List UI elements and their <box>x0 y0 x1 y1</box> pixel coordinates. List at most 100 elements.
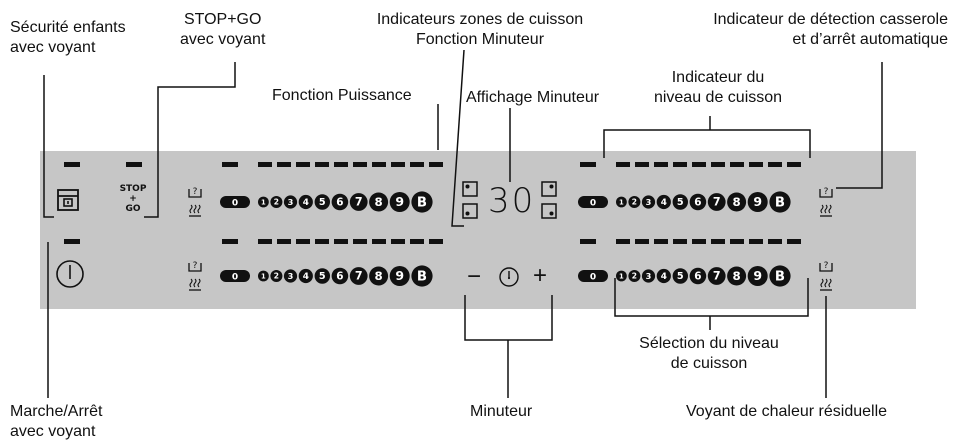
slider-level-dot[interactable] <box>769 191 791 213</box>
slider-level-dot[interactable] <box>628 196 641 208</box>
pot-question-icon: ? <box>819 261 833 272</box>
slider-level-dot[interactable] <box>270 196 283 208</box>
slider-level-dot[interactable] <box>747 192 768 212</box>
slider-level-dot[interactable] <box>331 193 349 211</box>
slider-level-label: 4 <box>303 198 309 208</box>
slider-level-label: 8 <box>374 269 382 283</box>
slider-level-dot[interactable] <box>314 194 330 210</box>
slider-level-dot[interactable] <box>258 270 269 282</box>
label-timer-display: Affichage Minuteur <box>466 89 600 106</box>
child-lock-indicator <box>64 162 80 167</box>
zone-power-indicator-bottom-left <box>222 239 238 244</box>
zone-indicator-bottom-left <box>462 203 478 219</box>
timer-plus-button[interactable]: + <box>533 262 548 289</box>
slider-level-label: 3 <box>288 271 294 281</box>
slider-level-dot[interactable] <box>411 265 433 287</box>
slider-level-dot[interactable] <box>369 266 389 286</box>
slider-level-dot[interactable] <box>283 269 298 283</box>
slider-level-dot[interactable] <box>349 193 368 211</box>
slider-level-label: 2 <box>274 272 279 281</box>
slider-level-label: 2 <box>632 198 637 207</box>
slider-level-label: 2 <box>632 272 637 281</box>
slider-level-dot[interactable] <box>389 192 410 212</box>
slider-level-dot[interactable] <box>641 269 656 283</box>
slider-level-label: 4 <box>661 272 667 282</box>
slider-level-dot[interactable] <box>747 266 768 286</box>
zone-power-indicator-top-right <box>580 162 596 167</box>
slider-zero-pill[interactable] <box>578 196 608 208</box>
padlock-icon[interactable] <box>56 188 80 212</box>
level-indicator-top-right <box>616 162 806 167</box>
slider-level-dot[interactable] <box>707 267 726 285</box>
slider-level-label: 7 <box>355 270 363 283</box>
timer-display: 30 <box>488 181 536 221</box>
pot-question-mark: ? <box>824 187 829 197</box>
slider-level-dot[interactable] <box>727 192 747 212</box>
slider-level-label: 3 <box>646 271 652 281</box>
slider-level-dot[interactable] <box>727 266 747 286</box>
slider-level-dot[interactable] <box>369 192 389 212</box>
slider-level-dot[interactable] <box>331 267 349 285</box>
slider-level-label: 5 <box>319 197 326 208</box>
slider-level-dot[interactable] <box>689 267 707 285</box>
slider-level-dot[interactable] <box>314 268 330 284</box>
slider-level-label: 6 <box>694 271 701 283</box>
stop-go-indicator <box>126 162 142 167</box>
pot-question-icon: ? <box>188 187 202 198</box>
label-residual-heat: Voyant de chaleur résiduelle <box>686 403 888 420</box>
slider-level-label: 9 <box>753 268 762 283</box>
slider-zero-pill[interactable] <box>220 270 250 282</box>
slider-level-label: 5 <box>319 271 326 282</box>
heat-waves-icon <box>820 204 832 217</box>
slider-level-dot[interactable] <box>628 270 641 282</box>
timer-minus-button[interactable]: − <box>467 263 482 290</box>
slider-level-dot[interactable] <box>641 195 656 209</box>
slider-level-dot[interactable] <box>258 196 269 208</box>
slider-level-label: 6 <box>694 197 701 209</box>
slider-level-label: 3 <box>288 197 294 207</box>
stop-go-text-stop: STOP <box>119 184 147 194</box>
slider-level-dot[interactable] <box>411 191 433 213</box>
pot-question-mark: ? <box>193 261 198 271</box>
slider-level-label: 5 <box>677 197 684 208</box>
slider-level-dot[interactable] <box>656 268 671 284</box>
slider-level-dot[interactable] <box>349 267 368 285</box>
slider-level-dot[interactable] <box>283 195 298 209</box>
slider-level-dot[interactable] <box>270 270 283 282</box>
slider-level-label: 9 <box>395 268 404 283</box>
zone-power-indicator-top-left <box>222 162 238 167</box>
timer-icon[interactable] <box>498 266 520 288</box>
power-icon[interactable] <box>54 258 86 290</box>
level-indicator-bottom-right <box>616 239 806 244</box>
slider-level-label: 7 <box>713 196 721 209</box>
label-power-function: Fonction Puissance <box>272 87 412 104</box>
slider-level-dot[interactable] <box>389 266 410 286</box>
slider-level-dot[interactable] <box>707 193 726 211</box>
slider-level-label: B <box>775 196 785 211</box>
slider-zero-label: 0 <box>232 199 238 209</box>
slider-zero-label: 0 <box>590 273 596 283</box>
slider-level-dot[interactable] <box>616 196 627 208</box>
heat-waves-icon <box>189 204 201 217</box>
stop-go-button[interactable]: STOP + GO <box>116 184 150 214</box>
slider-level-dot[interactable] <box>298 194 313 210</box>
slider-level-dot[interactable] <box>672 194 688 210</box>
slider-level-dot[interactable] <box>616 270 627 282</box>
slider-level-dot[interactable] <box>689 193 707 211</box>
slider-zero-pill[interactable] <box>578 270 608 282</box>
slider-level-dot[interactable] <box>769 265 791 287</box>
slider-level-dot[interactable] <box>298 268 313 284</box>
slider-level-dot[interactable] <box>656 194 671 210</box>
slider-level-dot[interactable] <box>672 268 688 284</box>
slider-zero-pill[interactable] <box>220 196 250 208</box>
